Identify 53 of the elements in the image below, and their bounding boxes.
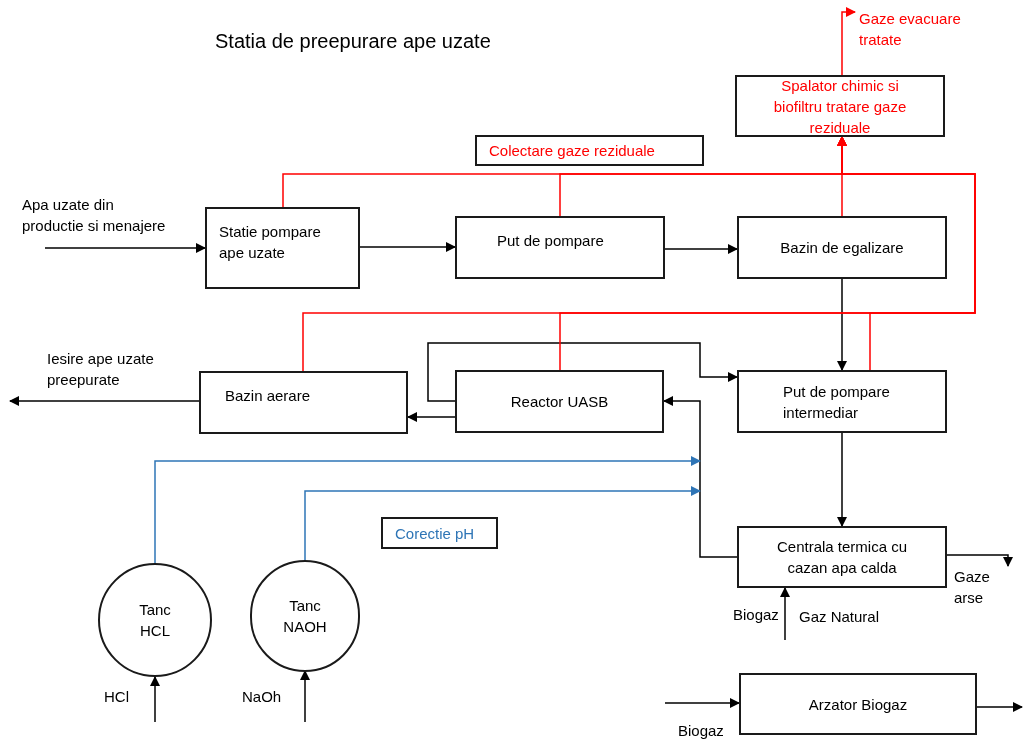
arrow <box>359 242 456 252</box>
arrow <box>837 432 847 527</box>
flow-label: HCl <box>104 687 130 707</box>
process-box <box>737 216 947 279</box>
box-label: Gaze arse <box>953 567 991 608</box>
arrow <box>976 702 1023 712</box>
process-box <box>739 673 977 735</box>
arrow <box>427 342 738 402</box>
box-label: Colectare gaze reziduale <box>488 141 656 161</box>
arrow <box>837 136 976 371</box>
flow-label: Iesire ape uzate preepurate <box>47 349 155 390</box>
process-box <box>455 370 664 433</box>
process-box <box>737 370 947 433</box>
arrow <box>9 396 200 406</box>
box-label: Arzator Biogaz <box>807 694 909 715</box>
arrow <box>154 456 701 564</box>
arrow <box>841 7 856 76</box>
box-label: Put de pompare intermediar <box>782 381 891 423</box>
arrow <box>664 698 740 708</box>
arrow <box>780 587 790 641</box>
arrow <box>946 554 1013 567</box>
arrow <box>663 396 738 558</box>
process-box <box>735 75 945 137</box>
label-box <box>381 517 498 549</box>
process-box <box>737 526 947 588</box>
box-label: Spalator chimic si biofiltru tratare gaze reziduale <box>772 75 908 138</box>
diagram-title: Statia de preepurare ape uzate <box>215 29 491 54</box>
flow-label: NaOh <box>242 687 283 707</box>
box-label: Tanc NAOH <box>282 596 328 637</box>
flow-label: Biogaz <box>733 605 780 625</box>
box-label: Statie pompare ape uzate <box>218 222 322 263</box>
arrow <box>44 243 206 253</box>
box-label: Centrala termica cu cazan apa calda <box>775 537 909 578</box>
flow-label: Apa uzate din productie si menajere <box>22 195 167 236</box>
flow-label: Biogaz <box>678 721 725 739</box>
process-box <box>205 207 360 289</box>
process-box <box>199 371 408 434</box>
box-label: Reactor UASB <box>509 392 610 412</box>
box-label: Bazin de egalizare <box>779 238 905 258</box>
arrow <box>837 278 847 371</box>
flow-label: Gaz Natural <box>799 607 881 627</box>
arrow <box>300 670 310 723</box>
arrow <box>150 676 160 723</box>
label-box <box>475 135 704 166</box>
box-label: Corectie pH <box>394 523 476 544</box>
arrow <box>304 486 701 562</box>
arrow <box>664 244 738 254</box>
box-label: Tanc HCL <box>138 600 172 641</box>
box-label: Bazin aerare <box>224 386 312 406</box>
process-box <box>455 216 665 279</box>
box-label: Gaze evacuare tratate <box>858 9 962 50</box>
arrow <box>407 412 456 422</box>
box-label: Put de pompare <box>496 231 605 251</box>
